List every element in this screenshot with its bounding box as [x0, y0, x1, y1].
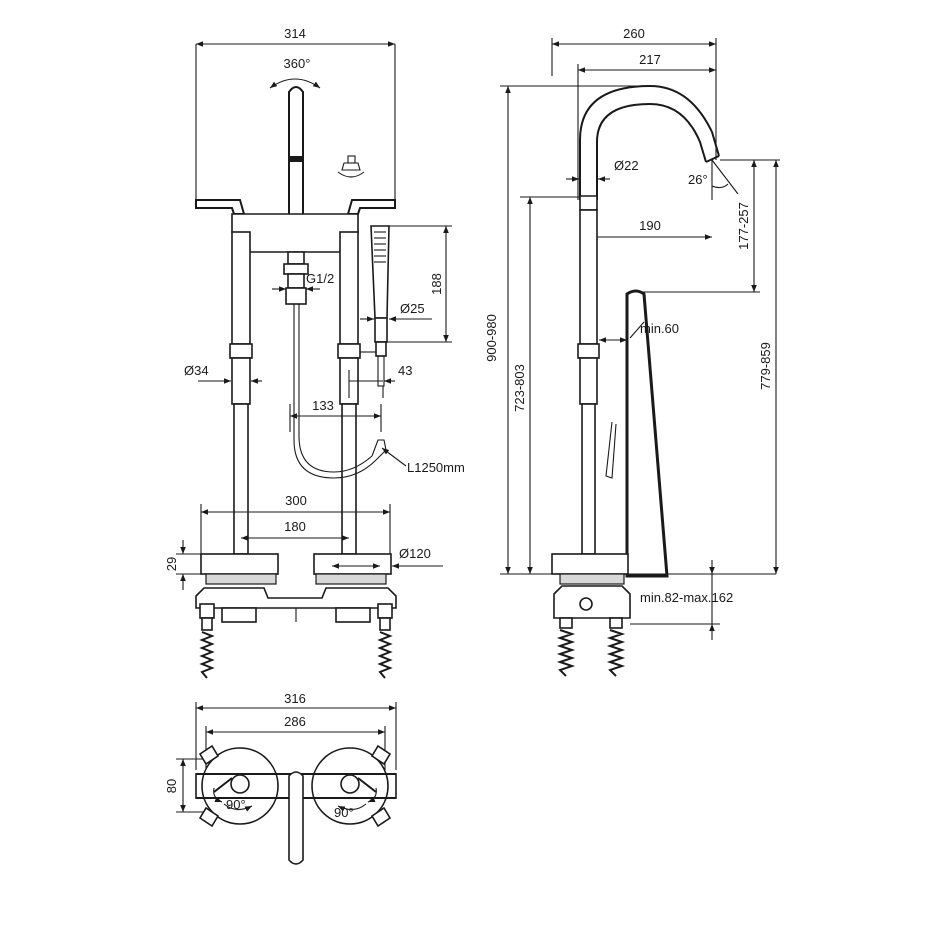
dim-spout-height: 723-803 — [512, 364, 527, 412]
dim-spout-drop: 177-257 — [736, 202, 751, 250]
dim-shower-diameter: Ø25 — [400, 301, 425, 316]
dim-spout-reach: 217 — [639, 52, 661, 67]
dim-handle-rotation-right: 90° — [334, 805, 354, 820]
dim-spout-diameter: Ø22 — [614, 158, 639, 173]
dim-plan-depth: 80 — [164, 779, 179, 793]
front-view: 314 360° G1/2 — [164, 26, 465, 679]
dim-hose-spacing: 133 — [312, 398, 334, 413]
dim-handle-rotation-left: 90° — [226, 797, 246, 812]
shower-head-pattern — [374, 231, 386, 263]
dim-spout-angle: 26° — [688, 172, 708, 187]
dim-spout-projection: 190 — [639, 218, 661, 233]
dim-plan-width-inner: 286 — [284, 714, 306, 729]
dim-floor-depth: min.82-max.162 — [640, 590, 733, 605]
plan-view: 316 286 80 90° — [164, 691, 397, 865]
dim-total-height: 900-980 — [484, 314, 499, 362]
dim-holder-offset: 43 — [398, 363, 412, 378]
dim-width-top: 314 — [284, 26, 306, 41]
dim-outlet-height: 779-859 — [758, 342, 773, 390]
dim-riser-diameter: Ø34 — [184, 363, 209, 378]
dim-bath-clearance: min.60 — [640, 321, 679, 336]
dim-shower-height: 188 — [429, 273, 444, 295]
dim-base-width-inner: 180 — [284, 519, 306, 534]
dim-base-height: 29 — [164, 557, 179, 571]
side-view: 260 217 Ø22 26° 190 177-257 — [484, 26, 780, 677]
dim-rotation: 360° — [284, 56, 311, 71]
dim-base-width-outer: 300 — [285, 493, 307, 508]
dim-base-diameter: Ø120 — [399, 546, 431, 561]
dim-plan-width-outer: 316 — [284, 691, 306, 706]
dim-width-overall: 260 — [623, 26, 645, 41]
dim-hose-length: L1250mm — [407, 460, 465, 475]
dim-connection-thread: G1/2 — [306, 271, 334, 286]
